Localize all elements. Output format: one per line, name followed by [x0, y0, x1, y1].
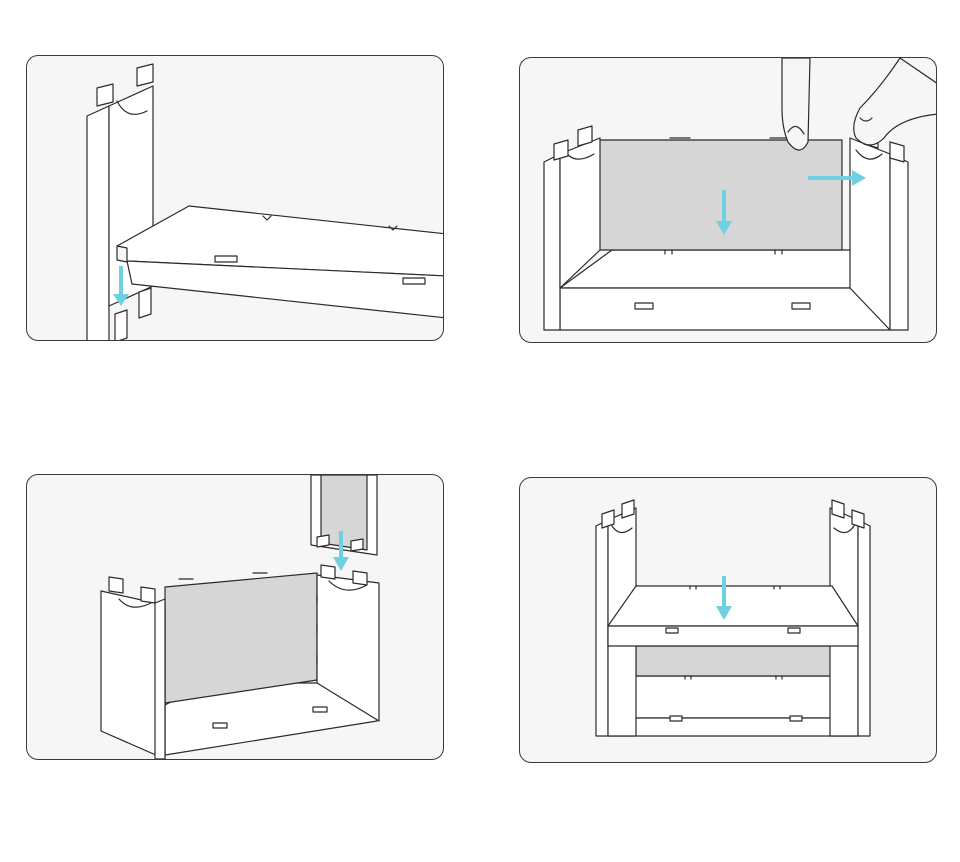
step-3-illustration [27, 475, 444, 760]
lower-back-panel [311, 475, 377, 555]
step-2-illustration [520, 58, 937, 343]
hand-icon [782, 58, 937, 150]
side-panel-left [101, 577, 165, 759]
back-panel [165, 573, 317, 703]
lower-back-panel [636, 646, 832, 679]
bottom-shelf [608, 676, 858, 736]
step-1-illustration [27, 56, 444, 341]
back-panel [598, 138, 842, 254]
step-2-panel [519, 57, 937, 343]
step-1-panel [26, 55, 444, 341]
shelf-board [117, 206, 444, 318]
shelf-base [560, 250, 890, 330]
step-4-panel [519, 477, 937, 763]
step-3-panel [26, 474, 444, 760]
step-4-illustration [520, 478, 937, 763]
middle-shelf [608, 586, 858, 646]
